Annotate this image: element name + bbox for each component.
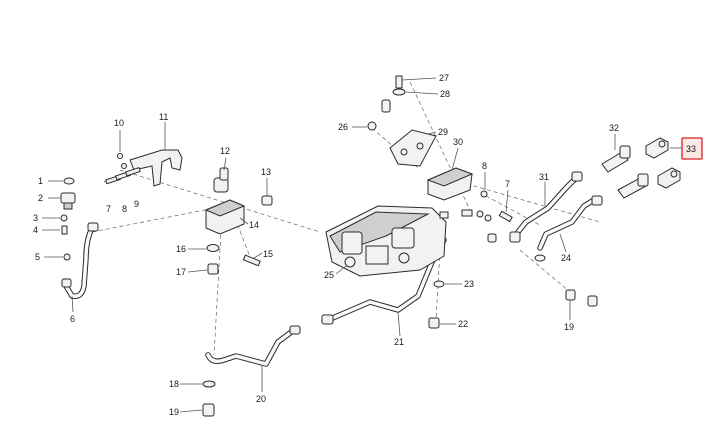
callout-27: 27 bbox=[439, 73, 449, 83]
callout-12: 12 bbox=[220, 146, 230, 156]
callout-25: 25 bbox=[324, 270, 334, 280]
hose-part-24 bbox=[534, 195, 603, 307]
bracket-part-11 bbox=[103, 149, 183, 187]
hose-part-31 bbox=[509, 171, 583, 243]
callout-26: 26 bbox=[338, 122, 348, 132]
callout-9: 9 bbox=[134, 199, 139, 209]
callout-28: 28 bbox=[440, 89, 450, 99]
pipe-part-6 bbox=[61, 222, 99, 300]
callout-33: 33 bbox=[686, 144, 696, 154]
callout-33-highlight-box bbox=[681, 137, 703, 160]
callout-13: 13 bbox=[261, 167, 271, 177]
cover-part-29 bbox=[367, 75, 437, 167]
callout-23: 23 bbox=[464, 279, 474, 289]
callout-7-left: 7 bbox=[106, 204, 111, 214]
callout-10: 10 bbox=[114, 118, 124, 128]
connector-part-32 bbox=[601, 145, 649, 199]
callout-1: 1 bbox=[38, 176, 43, 186]
callout-5: 5 bbox=[35, 252, 40, 262]
callout-30: 30 bbox=[453, 137, 463, 147]
callout-29: 29 bbox=[438, 127, 448, 137]
callout-11: 11 bbox=[159, 112, 168, 122]
callout-16: 16 bbox=[176, 244, 186, 254]
callout-17: 17 bbox=[176, 267, 186, 277]
callout-32: 32 bbox=[609, 123, 619, 133]
callout-7-right: 7 bbox=[505, 179, 510, 189]
callout-2: 2 bbox=[38, 193, 43, 203]
callout-14: 14 bbox=[249, 220, 259, 230]
callout-8-left: 8 bbox=[122, 204, 127, 214]
pipe-part-20 bbox=[202, 325, 301, 417]
valve-block-part-30 bbox=[426, 167, 513, 243]
parts-1-5 bbox=[60, 177, 76, 261]
callout-8-right: 8 bbox=[482, 161, 487, 171]
callout-19-bottom: 19 bbox=[169, 407, 179, 417]
fitting-part-33 bbox=[645, 137, 681, 189]
callout-15: 15 bbox=[263, 249, 273, 259]
callout-4: 4 bbox=[33, 225, 38, 235]
callout-22: 22 bbox=[458, 319, 468, 329]
callout-31: 31 bbox=[539, 172, 549, 182]
callout-19-right: 19 bbox=[564, 322, 574, 332]
callout-labels: 1 2 3 4 5 6 7 8 9 10 11 12 13 14 15 16 1… bbox=[33, 73, 696, 417]
solenoid-valve-part-14 bbox=[204, 167, 273, 275]
main-housing-part-25 bbox=[325, 205, 447, 277]
callout-20: 20 bbox=[256, 394, 266, 404]
callout-leader-lines bbox=[42, 77, 682, 413]
callout-6: 6 bbox=[70, 314, 75, 324]
callout-24: 24 bbox=[561, 253, 571, 263]
callout-3: 3 bbox=[33, 213, 38, 223]
callout-21: 21 bbox=[394, 337, 404, 347]
callout-18: 18 bbox=[169, 379, 179, 389]
